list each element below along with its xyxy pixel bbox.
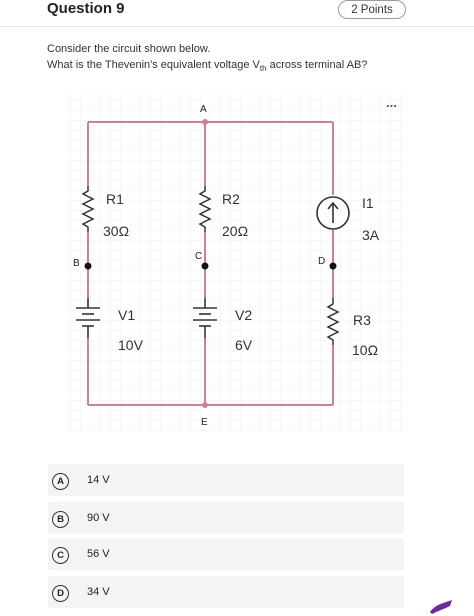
points-badge: 2 Points — [338, 0, 406, 19]
i1-value: 3A — [362, 227, 380, 243]
terminal-e-dot — [202, 402, 208, 408]
r1-value: 30Ω — [103, 223, 129, 239]
r1-name: R1 — [106, 191, 124, 207]
node-label-e: E — [201, 417, 208, 428]
option-a-text: 14 V — [87, 474, 110, 486]
header-divider — [0, 26, 474, 27]
option-b-letter: B — [52, 511, 69, 528]
terminal-b-dot[interactable] — [84, 262, 92, 270]
option-c-letter: C — [52, 547, 69, 564]
resistor-r2 — [198, 186, 212, 232]
r3-name: R3 — [353, 312, 371, 328]
option-c[interactable]: C 56 V — [48, 538, 404, 570]
option-c-text: 56 V — [87, 548, 110, 560]
v1-value: 10V — [118, 337, 144, 353]
v2-name: V2 — [235, 307, 252, 323]
corner-brush-icon — [430, 600, 452, 614]
prompt-line-2-start: What is the Thevenin's equivalent voltag… — [47, 59, 260, 71]
option-d[interactable]: D 34 V — [48, 576, 404, 608]
node-label-d: D — [318, 256, 325, 267]
option-a-letter: A — [52, 473, 69, 490]
option-d-text: 34 V — [87, 586, 110, 598]
option-b-text: 90 V — [87, 512, 110, 524]
option-b[interactable]: B 90 V — [48, 502, 404, 534]
node-label-a: A — [200, 104, 207, 115]
option-d-letter: D — [52, 585, 69, 602]
circuit-diagram: ... — [66, 93, 406, 433]
battery-v1 — [76, 298, 100, 338]
diagram-menu-icon[interactable]: ... — [386, 95, 397, 110]
terminal-c-dot[interactable] — [201, 262, 209, 270]
node-label-c: C — [195, 251, 202, 262]
prompt-line-1: Consider the circuit shown below. — [47, 43, 211, 55]
resistor-r3 — [326, 298, 340, 345]
r2-value: 20Ω — [222, 223, 248, 239]
question-title: Question 9 — [47, 0, 125, 17]
option-a[interactable]: A 14 V — [48, 464, 404, 496]
prompt-line-2-end: across terminal AB? — [266, 59, 368, 71]
current-source-i1 — [316, 196, 350, 230]
question-prompt: Consider the circuit shown below. What i… — [47, 41, 367, 77]
prompt-line-2: What is the Thevenin's equivalent voltag… — [47, 57, 367, 77]
r2-name: R2 — [222, 191, 240, 207]
node-label-b: B — [73, 258, 80, 269]
terminal-d-dot[interactable] — [329, 262, 337, 270]
diagram-grid — [66, 93, 406, 433]
prompt-subscript: th — [259, 64, 267, 74]
v2-value: 6V — [235, 337, 253, 353]
resistor-r1 — [81, 186, 95, 232]
battery-v2 — [193, 298, 217, 338]
terminal-a-dot — [202, 119, 208, 125]
i1-name: I1 — [362, 195, 374, 211]
r3-value: 10Ω — [352, 342, 378, 358]
v1-name: V1 — [118, 307, 135, 323]
